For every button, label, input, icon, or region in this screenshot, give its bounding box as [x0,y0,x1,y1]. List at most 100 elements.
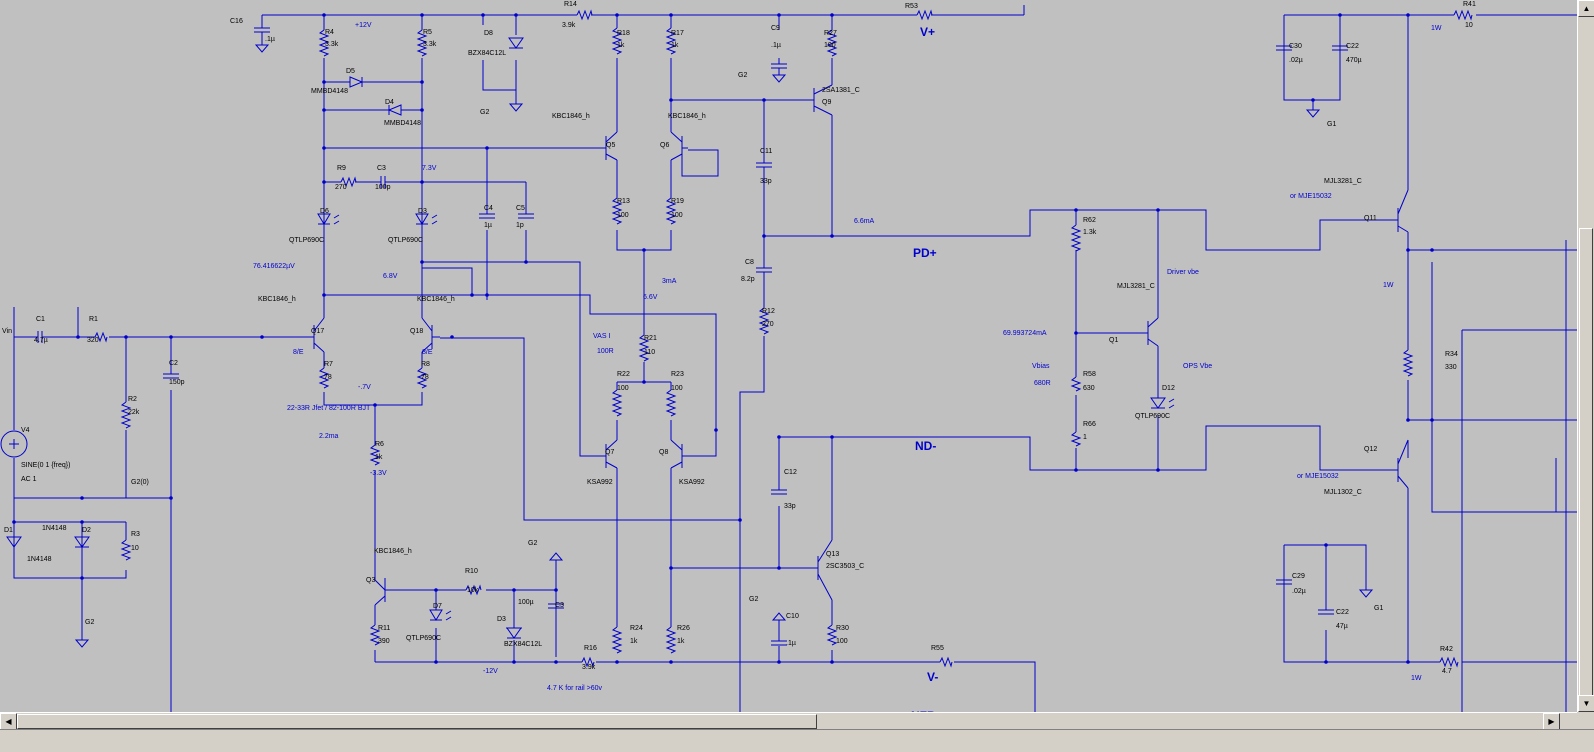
component-label: QTLP690C [388,237,423,244]
net-label: V+ [920,25,935,39]
component-label: R27 [824,30,837,37]
component-label: D2 [82,527,91,534]
scroll-down-arrow-icon[interactable]: ▼ [1578,695,1594,712]
schematic-diagram[interactable]: C16.1µ+12VR43.3kR53.3kD8BZX84C12LR143.9k… [0,0,1577,729]
component-label: Q11 [1364,215,1377,222]
component-label: 47µ [1336,623,1348,630]
scroll-right-arrow-icon[interactable]: ▶ [1543,713,1560,730]
component-label: VAS I [593,333,610,340]
component-label: C29 [1292,573,1305,580]
component-label: Q18 [410,328,423,335]
net-label: V- [927,670,938,684]
component-label: 1W [1431,25,1442,32]
component-label: QTLP690C [289,237,324,244]
diodes [6,37,1175,639]
component-label: D3 [497,616,506,623]
component-label: R14 [564,1,577,8]
component-label: R42 [1440,646,1453,653]
component-label: 1W [1383,282,1394,289]
component-label: 100R [597,348,614,355]
component-label: 33p [760,178,772,185]
component-label: KBC1846_h [668,113,706,120]
component-label: 8/E [422,349,433,356]
component-label: 10 [1465,22,1473,29]
component-label: R16 [584,645,597,652]
component-label: 10 [131,545,139,552]
resistors [94,9,1473,668]
component-label: 78 [324,374,332,381]
component-label: 270 [335,184,347,191]
component-label: 100 [824,42,836,49]
component-label: 4.7 [1442,668,1452,675]
component-label: 100 [671,212,683,219]
component-label: KSA992 [679,479,705,486]
horizontal-scrollbar[interactable]: ◀ ▶ [0,712,1577,730]
component-label: 100 [836,638,848,645]
component-label: G2(0) [131,479,149,486]
net-label: ND- [915,439,936,453]
grounds [74,44,1374,648]
component-label: MJL3281_C [1324,178,1362,185]
component-label: R22 [617,371,630,378]
component-label: 1p [516,222,524,229]
component-label: 1N4148 [27,556,52,563]
component-label: BZX84C12L [468,50,506,57]
component-label: 150p [169,379,185,386]
component-label: 4.7µ [34,337,48,344]
component-label: C16 [230,18,243,25]
component-label: 1k [617,42,625,49]
horizontal-scroll-thumb[interactable] [17,714,817,729]
component-label: 1µ [484,222,492,229]
component-label: C12 [784,469,797,476]
component-label: G2 [749,596,758,603]
component-label: 33p [784,503,796,510]
component-label: .1µ [786,640,796,647]
scroll-up-arrow-icon[interactable]: ▲ [1578,0,1594,17]
component-label: 2.2ma [319,433,339,440]
component-label: R6 [375,441,384,448]
scrollbar-corner [1577,712,1594,729]
component-label: 3mA [662,278,677,285]
component-label: D7 [433,603,442,610]
component-label: 390 [378,638,390,645]
component-label: .02µ [1292,588,1306,595]
component-label: C8 [745,259,754,266]
vertical-scroll-thumb[interactable] [1579,228,1593,698]
net-labels: V+PD+ND-V-NFB [911,25,938,723]
component-label: C30 [1289,43,1302,50]
component-label: 330 [1445,364,1457,371]
component-label: 1k [677,638,685,645]
component-label: C9 [771,25,780,32]
vertical-scrollbar[interactable]: ▲ ▼ [1577,0,1594,729]
component-label: 1 [1083,434,1087,441]
component-label: 100p [375,184,391,191]
component-label: D1 [4,527,13,534]
component-label: 100µ [518,599,534,606]
component-label: C2 [169,360,178,367]
component-label: MJL1302_C [1324,489,1362,496]
component-label: R19 [671,198,684,205]
component-labels: C16.1µ+12VR43.3kR53.3kD8BZX84C12LR143.9k… [2,1,1476,723]
component-label: 1k [671,42,679,49]
component-label: R21 [644,335,657,342]
component-label: R55 [931,645,944,652]
component-label: R62 [1083,217,1096,224]
component-label: 1N4148 [42,525,67,532]
component-label: R3 [131,531,140,538]
component-label: MMBD4148 [384,120,421,127]
scroll-left-arrow-icon[interactable]: ◀ [0,713,17,730]
component-label: 2SC3503_C [826,563,864,570]
component-label: 110 [644,349,655,356]
component-label: R26 [677,625,690,632]
component-label: D3 [418,208,427,215]
transistors [310,84,1409,606]
component-label: Vin [2,328,12,335]
component-label: R1 [89,316,98,323]
component-label: R10 [465,568,478,575]
component-label: 8.2p [741,276,755,283]
component-label: 3.9k [582,664,596,671]
component-label: -.7V [358,384,371,391]
component-label: R17 [671,30,684,37]
component-label: 6.8V [383,273,398,280]
